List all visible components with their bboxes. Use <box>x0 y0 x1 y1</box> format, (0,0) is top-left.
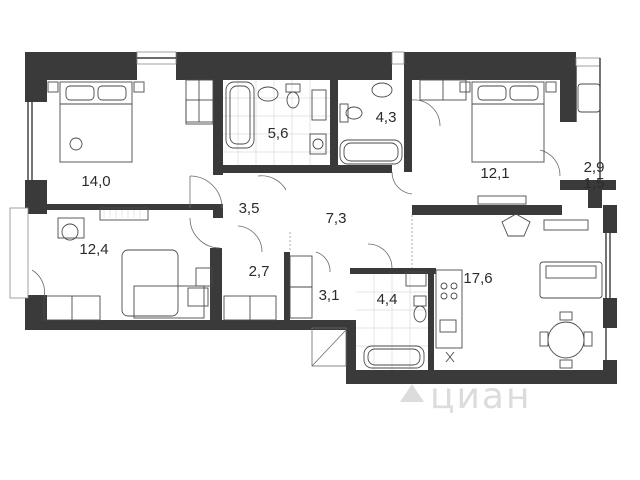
room-area-closet-b: 3,1 <box>319 287 340 304</box>
kitchen-fixtures <box>435 213 603 369</box>
room-area-wc-top: 4,3 <box>376 109 397 126</box>
beds <box>47 81 601 319</box>
room-area-balcony-lower: 1,5 <box>584 175 605 192</box>
room-area-closet-a: 2,7 <box>249 263 270 280</box>
walls <box>25 52 617 384</box>
room-area-corridor-small: 3,5 <box>239 200 260 217</box>
room-area-bathroom-lower: 4,4 <box>377 291 398 308</box>
room-area-bedroom-lower-left: 12,4 <box>79 241 108 258</box>
room-area-balcony-upper: 2,9 <box>584 159 605 176</box>
room-area-kitchen-living: 17,6 <box>463 270 492 287</box>
bathroom-fixtures <box>223 80 428 370</box>
room-area-hall: 7,3 <box>326 210 347 227</box>
doors <box>31 99 561 367</box>
room-area-bedroom-left: 14,0 <box>81 173 110 190</box>
wardrobes <box>43 79 467 321</box>
watermark-text: циан <box>430 376 532 417</box>
watermark: циан <box>400 376 532 417</box>
room-area-bathroom-top: 5,6 <box>268 125 289 142</box>
room-area-bedroom-right: 12,1 <box>480 165 509 182</box>
windows <box>9 51 611 360</box>
watermark-logo-icon <box>400 384 424 402</box>
room-labels: 14,0 5,6 4,3 12,1 2,9 1,5 3,5 7,3 12,4 2… <box>79 109 604 308</box>
